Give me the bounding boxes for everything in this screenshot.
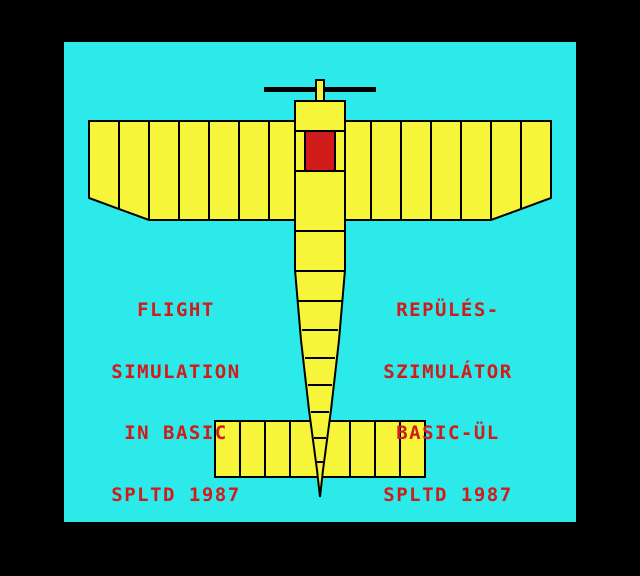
title-hungarian-line-3: BASIC-ÜL [396,422,500,444]
title-hungarian-line-4: SPLTD 1987 [383,483,513,506]
title-english-line-2: SIMULATION [111,360,241,383]
cockpit-icon [304,130,336,172]
title-english-line-1: FLIGHT [137,299,215,321]
title-hungarian: REPÜLÉS- SZIMULÁTOR BASIC-ÜL SPLTD 1987 [348,259,548,546]
title-hungarian-line-1: REPÜLÉS- [396,299,500,321]
title-english: FLIGHT SIMULATION IN BASIC SPLTD 1987 [76,259,276,546]
title-english-line-3: IN BASIC [124,422,228,444]
title-english-line-4: SPLTD 1987 [111,483,241,506]
title-hungarian-line-2: SZIMULÁTOR [383,360,513,383]
